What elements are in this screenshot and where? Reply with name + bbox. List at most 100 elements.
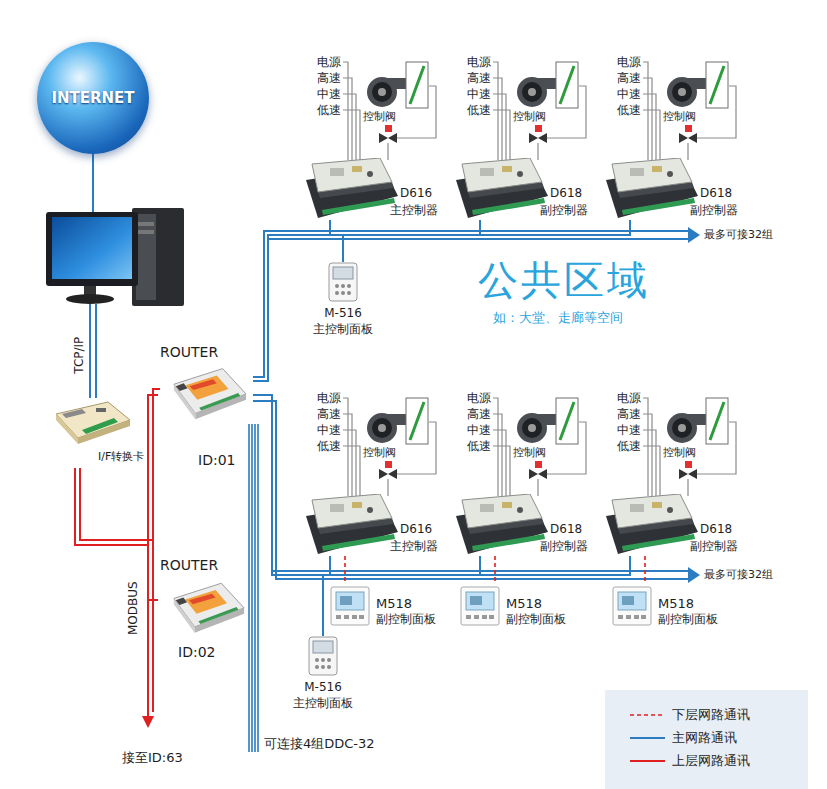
fan-coil-unit	[493, 62, 586, 160]
legend-sample	[630, 737, 665, 739]
device-illustration	[456, 158, 548, 218]
node-label: 副控制面板	[658, 612, 718, 626]
connector-line	[253, 220, 330, 381]
valve-label: 控制阀	[663, 110, 696, 123]
device-illustration	[612, 586, 652, 626]
node-label: ID:01	[198, 452, 235, 469]
controller-box: D618副控制器	[600, 158, 742, 220]
device-illustration	[613, 587, 651, 625]
wire-label: 中速	[617, 87, 641, 101]
fan-coil-unit	[643, 62, 736, 160]
router-box: ROUTER ID:01	[158, 342, 253, 471]
controller-box: D618 副控制器	[450, 494, 592, 556]
note-label: 最多可接32组	[704, 568, 773, 581]
node-label: 副控制器	[690, 203, 738, 217]
device-illustration	[300, 494, 400, 556]
node-label: M518	[658, 596, 694, 612]
control-panel: M518副控制面板	[460, 584, 578, 632]
device-illustration	[331, 587, 369, 625]
device-illustration	[460, 586, 500, 626]
pc-tower	[132, 208, 184, 306]
connector-line	[253, 395, 480, 575]
fan-coil-unit	[343, 62, 436, 160]
ddc-wires	[249, 424, 258, 752]
legend-label: 主网路通讯	[672, 730, 737, 746]
protocol-label: MODBUS	[126, 581, 140, 635]
device-illustration	[52, 398, 132, 448]
drive-slot	[138, 230, 154, 234]
node-label: M518	[506, 596, 542, 612]
modbus-wire	[153, 389, 160, 540]
node-label: 副控制器	[540, 539, 588, 553]
note-label: 最多可接32组	[704, 228, 773, 241]
wire-label: 电源	[317, 391, 341, 405]
wire-label: 低速	[317, 103, 341, 117]
valve-label: 控制阀	[363, 446, 396, 459]
valve-label: 控制阀	[663, 446, 696, 459]
device-illustration	[170, 364, 248, 422]
fan-coil-unit	[493, 398, 586, 496]
modbus-wire	[147, 600, 149, 718]
node-label: M-516	[304, 680, 342, 694]
legend-sample	[630, 760, 665, 762]
wire-label: 中速	[467, 423, 491, 437]
device-illustration	[308, 636, 338, 676]
node-label: D618	[550, 522, 582, 536]
pc-tower-front	[136, 214, 156, 300]
node-label: D616	[400, 522, 432, 536]
connector-line	[344, 556, 346, 584]
interface-card: I/F转换卡	[52, 396, 166, 468]
wire-label: 低速	[317, 439, 341, 453]
control-panel: M-516主控制面板	[310, 262, 376, 340]
device-illustration	[328, 262, 358, 302]
controller-box: D618 副控制器	[450, 158, 592, 220]
connector	[75, 468, 158, 600]
connector-line	[494, 556, 496, 584]
device-illustration	[606, 158, 698, 218]
wire-label: 电源	[617, 391, 641, 405]
wire-label: 高速	[467, 407, 491, 421]
device-illustration	[450, 158, 550, 220]
connector	[253, 395, 480, 575]
node-label: ROUTER	[160, 557, 218, 574]
node-label: 副控制器	[540, 203, 588, 217]
connector	[495, 556, 496, 584]
controller-box: D616主控制器	[300, 494, 442, 556]
connector-line	[253, 220, 480, 381]
controller-box: D618 副控制器	[600, 494, 742, 556]
fan-coil-unit	[643, 398, 736, 496]
wire-label: 中速	[467, 87, 491, 101]
connector	[253, 220, 330, 381]
wire-label: 高速	[467, 71, 491, 85]
connector	[253, 395, 630, 575]
area-subtitle: 如：大堂、走廊等空间	[493, 310, 623, 326]
modbus-wire	[80, 468, 153, 712]
wire-label: 低速	[467, 103, 491, 117]
node-label: D616	[400, 186, 432, 200]
wire-label: 低速	[617, 103, 641, 117]
router-box: ROUTERID:02	[158, 555, 246, 667]
device-illustration	[600, 158, 700, 220]
device-illustration	[170, 579, 246, 635]
node-label: ROUTER	[160, 344, 218, 361]
wire-label: 电源	[617, 55, 641, 69]
connector-line	[644, 556, 646, 584]
connector	[645, 556, 646, 584]
wire-label: 中速	[317, 423, 341, 437]
valve-label: 控制阀	[513, 446, 546, 459]
arrowhead	[688, 227, 700, 243]
connector-line	[75, 468, 158, 600]
arrowhead	[142, 716, 154, 728]
device-illustration	[329, 263, 357, 301]
wire-label: 低速	[617, 439, 641, 453]
node-label: 副控制器	[690, 539, 738, 553]
legend-panel	[605, 690, 808, 789]
node-label: 副控制面板	[376, 612, 436, 626]
area-title: 公共区域	[478, 256, 650, 304]
control-panel: M518副控制面板	[330, 584, 448, 632]
node-label: D618	[700, 522, 732, 536]
wire-label: 中速	[617, 423, 641, 437]
device-illustration	[300, 158, 400, 220]
node-label: D618	[550, 186, 582, 200]
